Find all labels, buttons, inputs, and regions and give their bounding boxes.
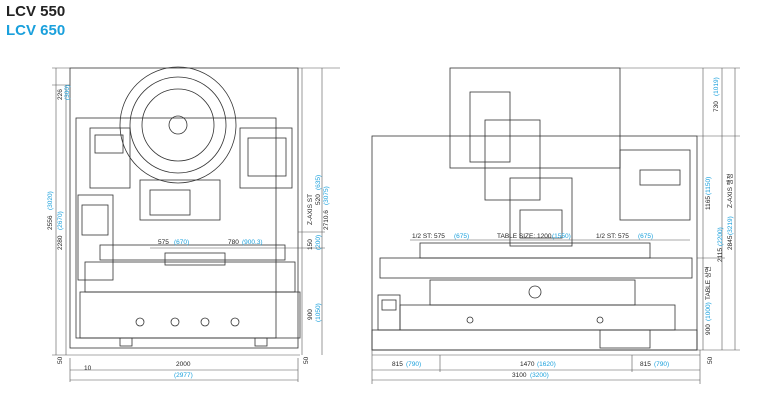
dim-900-left: 900 — [307, 309, 314, 320]
dim-2670: (2670) — [57, 211, 64, 230]
dim-730: 730 — [713, 101, 720, 112]
dim-table-top: TABLE 상면 — [703, 266, 712, 300]
dim-1550: (1550) — [552, 233, 571, 240]
dim-z-axis-st: Z-AXIS ST — [307, 194, 314, 225]
dim-2556: 2556 — [47, 215, 54, 230]
dim-2845: 2845 — [727, 235, 734, 250]
front-view-drawing — [371, 67, 698, 351]
dim-815-left: 815 — [392, 361, 403, 368]
dim-z-axis-stroke: Z-AXIS 행정 — [725, 173, 734, 208]
dim-575: 575 — [158, 239, 169, 246]
dim-table-size: TABLE SIZE: 1200 — [497, 233, 552, 240]
dim-300: (300) — [64, 85, 71, 100]
dim-3200: (3200) — [530, 372, 549, 379]
dim-226: 226 — [57, 89, 64, 100]
dim-1165: 1165 — [705, 196, 712, 210]
dim-half-stroke-right: 1/2 ST: 575 — [596, 233, 629, 240]
dim-675-left: (675) — [454, 233, 469, 240]
dim-200: (200) — [315, 235, 322, 250]
dim-150: 150 — [307, 239, 314, 250]
dim-3075: (3075) — [323, 186, 330, 205]
dim-3020: (3020) — [47, 191, 54, 210]
dim-1019: (1019) — [713, 77, 720, 96]
dim-50-left: 50 — [57, 356, 64, 364]
dim-1150: (1150) — [705, 177, 712, 195]
dim-3219: (3219) — [727, 216, 734, 235]
side-view-drawing — [69, 66, 301, 349]
dim-780: 780 — [228, 239, 239, 246]
model-title-lcv550: LCV 550 — [6, 3, 66, 20]
dim-50-front: 50 — [707, 356, 714, 364]
dim-1000: (1000) — [705, 302, 712, 321]
dim-635: (635) — [315, 175, 322, 190]
model-title-lcv650: LCV 650 — [6, 22, 66, 39]
dim-520: 520 — [315, 194, 322, 205]
dim-1050: (1050) — [315, 303, 322, 322]
dim-10: 10 — [84, 365, 92, 372]
dim-2200: (2200) — [717, 227, 724, 246]
dim-1470: 1470 — [520, 361, 535, 368]
dim-2710-6: 2710.6 — [323, 210, 330, 230]
dim-2280: 2280 — [57, 235, 64, 250]
dim-2000: 2000 — [176, 361, 191, 368]
dim-790-left: (790) — [406, 361, 421, 368]
dim-2115: 2115 — [717, 248, 724, 262]
dim-900-right: 900 — [705, 324, 712, 335]
dim-2977: (2977) — [174, 372, 193, 379]
dim-670: (670) — [174, 239, 189, 246]
dim-815-right: 815 — [640, 361, 651, 368]
dim-675-right: (675) — [638, 233, 653, 240]
dim-1620: (1620) — [537, 361, 556, 368]
dim-3100: 3100 — [512, 372, 527, 379]
dim-50-right: 50 — [303, 356, 310, 364]
dim-half-stroke-left: 1/2 ST: 575 — [412, 233, 445, 240]
dim-900-3: (900.3) — [242, 239, 263, 246]
dim-790-right: (790) — [654, 361, 669, 368]
